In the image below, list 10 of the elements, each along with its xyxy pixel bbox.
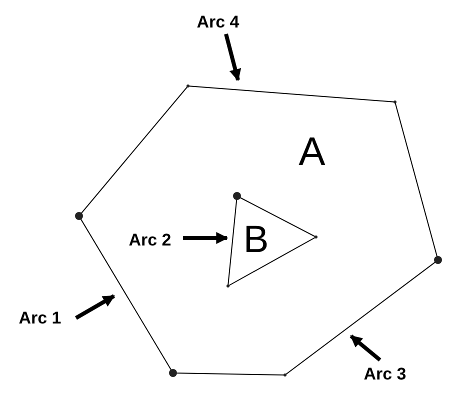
region-letter: A: [298, 132, 326, 172]
leader-arrow: [75, 294, 116, 320]
arc-label: Arc 3: [364, 366, 406, 382]
leader-arrow: [224, 34, 242, 82]
arc-label: Arc 4: [196, 14, 240, 30]
arc-label: Arc 2: [128, 232, 172, 248]
arc-label: Arc 1: [18, 310, 62, 326]
leader-arrow: [350, 334, 382, 362]
region-letter: B: [243, 221, 269, 259]
leader-arrow: [183, 232, 228, 244]
